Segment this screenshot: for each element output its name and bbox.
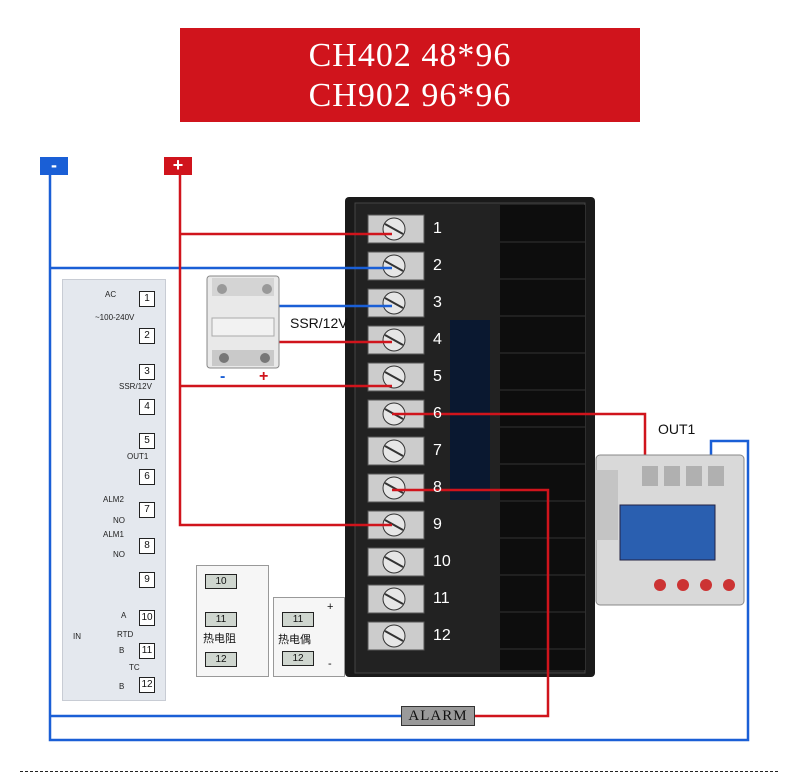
- controller-display-strip: [450, 320, 490, 500]
- legend-ssr: SSR/12V: [119, 382, 152, 391]
- title-banner: CH402 48*96 CH902 96*96: [180, 28, 640, 122]
- controller-ribs: [500, 241, 585, 650]
- tc-terminal-12: 12: [282, 651, 314, 666]
- tc-plus-label: +: [327, 601, 334, 613]
- terminal-screw-10: [367, 547, 425, 577]
- legend-b-2: B: [119, 682, 125, 691]
- terminal-screw-11: [367, 584, 425, 614]
- terminal-label-5: 5: [433, 368, 442, 385]
- positive-main-wire: [178, 175, 392, 527]
- bottom-dashed-divider: [20, 771, 778, 772]
- positive-pole-marker: +: [164, 156, 192, 175]
- rtd-caption: 热电阻: [203, 633, 236, 645]
- tc-terminal-11: 11: [282, 612, 314, 627]
- positive-wiring: [178, 175, 647, 718]
- legend-terminal-9: 9: [139, 572, 155, 588]
- legend-alm1-no: NO: [113, 550, 125, 559]
- controller-right-panel: [500, 205, 585, 670]
- legend-rtd: RTD: [117, 630, 134, 639]
- terminal-block: [367, 214, 425, 651]
- terminal-label-11: 11: [433, 590, 450, 607]
- negative-pole-marker: -: [40, 156, 68, 175]
- legend-terminal-6: 6: [139, 469, 155, 485]
- legend-out1: OUT1: [127, 452, 149, 461]
- legend-terminal-8: 8: [139, 538, 155, 554]
- tc-minus-label: -: [328, 658, 332, 670]
- legend-alm2: ALM2: [103, 495, 124, 504]
- legend-terminal-7: 7: [139, 502, 155, 518]
- title-line-2: CH902 96*96: [308, 77, 512, 114]
- terminal-label-7: 7: [433, 442, 442, 459]
- legend-ac: AC: [105, 290, 117, 299]
- terminal-screw-2: [367, 251, 425, 281]
- terminal-screw-7: [367, 436, 425, 466]
- legend-terminal-3: 3: [139, 364, 155, 380]
- alarm-box: ALARM: [401, 706, 475, 726]
- terminal-screw-4: [367, 325, 425, 355]
- rtd-sensor-box: 10 11 热电阻 12: [196, 565, 269, 677]
- ssr-label: SSR/12V: [290, 315, 348, 331]
- legend-voltage: ~100-240V: [95, 313, 135, 322]
- terminal-screw-1: [367, 214, 425, 244]
- legend-terminal-4: 4: [139, 399, 155, 415]
- terminal-screw-12: [367, 621, 425, 651]
- ssr-plus-label: +: [259, 368, 269, 385]
- legend-alm2-no: NO: [113, 516, 125, 525]
- legend-terminal-10: 10: [139, 610, 155, 626]
- contactor-out1: [595, 454, 745, 606]
- terminal-screw-8: [367, 473, 425, 503]
- out1-label: OUT1: [658, 421, 696, 437]
- ssr-minus-label: -: [220, 368, 226, 385]
- legend-panel: AC ~100-240V 1 2 SSR/12V 3 4 OUT1 5 6 AL…: [62, 279, 166, 701]
- alarm-return-wire: [392, 488, 550, 718]
- negative-main-wire: [48, 175, 750, 742]
- legend-a: A: [121, 611, 127, 620]
- rtd-terminal-12: 12: [205, 652, 237, 667]
- legend-alm1: ALM1: [103, 530, 124, 539]
- ssr-module: [206, 275, 280, 369]
- legend-terminal-11: 11: [139, 643, 155, 659]
- tc-sensor-box: 11 热电偶 12 + -: [273, 597, 345, 677]
- legend-b-1: B: [119, 646, 125, 655]
- terminal-label-4: 4: [433, 331, 442, 348]
- terminal-label-2: 2: [433, 257, 442, 274]
- out1-coil-wire: [392, 412, 647, 468]
- terminal-label-12: 12: [433, 627, 451, 644]
- legend-in: IN: [73, 632, 81, 641]
- legend-terminal-2: 2: [139, 328, 155, 344]
- legend-terminal-1: 1: [139, 291, 155, 307]
- legend-terminal-5: 5: [139, 433, 155, 449]
- terminal-label-8: 8: [433, 479, 442, 496]
- terminal-label-10: 10: [433, 553, 451, 570]
- terminal-screw-3: [367, 288, 425, 318]
- legend-terminal-12: 12: [139, 677, 155, 693]
- title-line-1: CH402 48*96: [308, 37, 512, 74]
- terminal-label-6: 6: [433, 405, 442, 422]
- terminal-label-9: 9: [433, 516, 442, 533]
- tc-caption: 热电偶: [278, 634, 311, 646]
- legend-tc: TC: [129, 663, 140, 672]
- rtd-terminal-11: 11: [205, 612, 237, 627]
- terminal-label-3: 3: [433, 294, 442, 311]
- terminal-label-1: 1: [433, 220, 442, 237]
- rtd-terminal-10: 10: [205, 574, 237, 589]
